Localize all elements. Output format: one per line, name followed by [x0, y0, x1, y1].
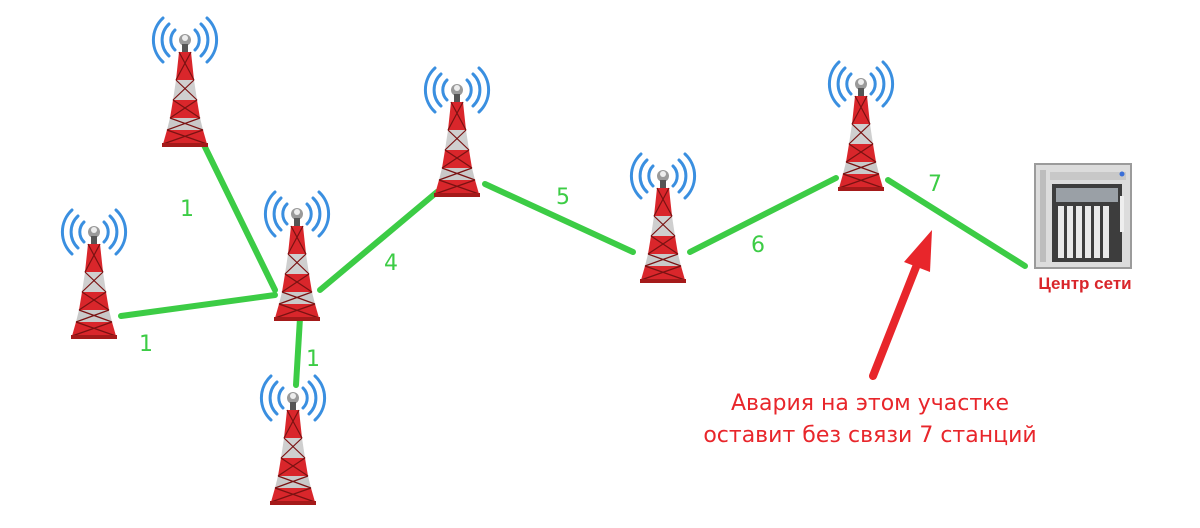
link-7 [885, 177, 1028, 269]
alert-line-2: оставит без связи 7 станций [703, 423, 1037, 448]
link-label-left: 1 [139, 332, 153, 357]
link-top [201, 142, 278, 293]
alert-text: Авария на этом участке оставит без связи… [703, 388, 1036, 452]
link-label-4: 4 [384, 251, 398, 276]
alert-line-1: Авария на этом участке [730, 391, 1010, 416]
link-6 [687, 175, 839, 255]
link-label-7: 7 [928, 172, 942, 197]
server-cabinet-icon [1034, 163, 1132, 269]
tower-icon [263, 190, 331, 323]
link-5 [482, 181, 636, 255]
tower-icon [629, 152, 697, 285]
tower-icon [827, 60, 895, 193]
link-label-5: 5 [556, 185, 570, 210]
link-label-bottom: 1 [306, 347, 320, 372]
link-bottom [293, 315, 303, 388]
tower-icon [60, 208, 128, 341]
tower-icon [151, 16, 219, 149]
tower-icon [423, 66, 491, 199]
arrow-icon [869, 230, 932, 380]
link-left [118, 292, 278, 319]
tower-icon [259, 374, 327, 507]
link-label-top: 1 [180, 197, 194, 222]
hub-label: Центр сети [1038, 274, 1132, 293]
link-label-6: 6 [751, 233, 765, 258]
link-4 [317, 189, 440, 293]
